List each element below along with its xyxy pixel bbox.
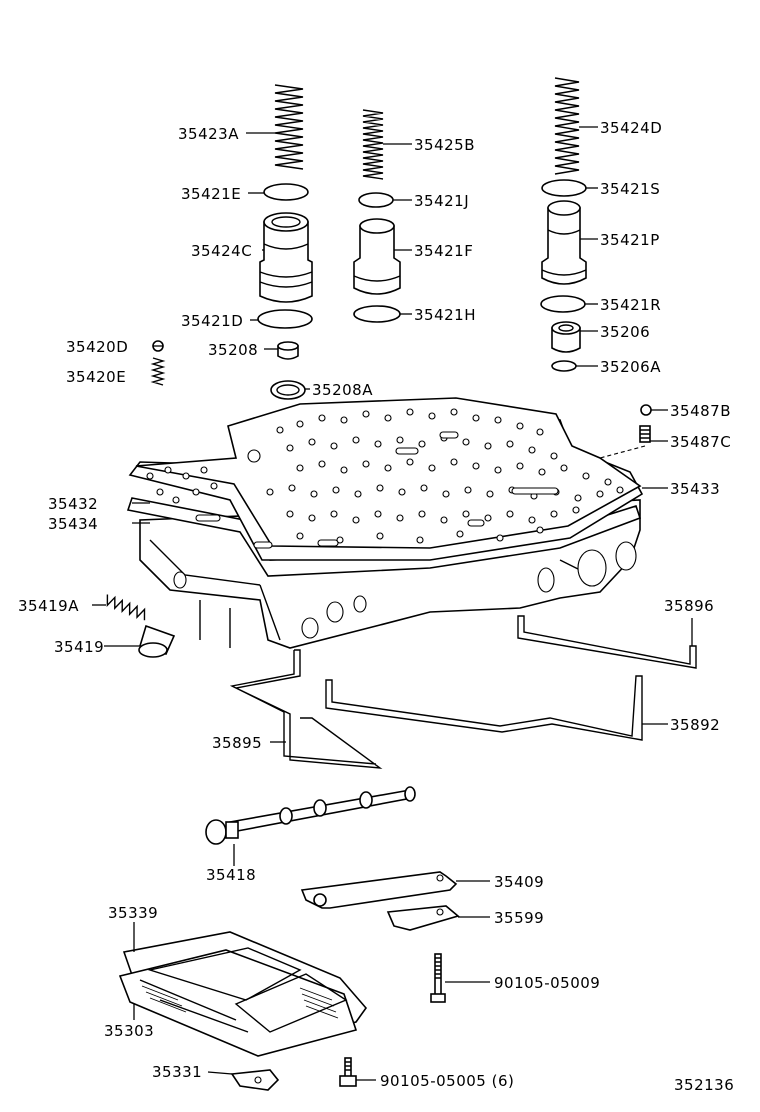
label-35421d: 35421D [181, 312, 243, 330]
dashed-line-35487 [599, 445, 646, 459]
label-35206a: 35206A [600, 358, 661, 376]
checkvalve-35487c [639, 425, 651, 443]
sleeve-35421p [541, 200, 587, 285]
oring-35421j [358, 192, 394, 208]
label-35421j: 35421J [414, 192, 469, 210]
label-35331: 35331 [152, 1063, 202, 1081]
label-90105-05005: 90105-05005 (6) [380, 1072, 514, 1090]
label-35423a: 35423A [178, 125, 239, 143]
label-35599: 35599 [494, 909, 544, 927]
label-35303: 35303 [104, 1022, 154, 1040]
valve-35421f [353, 218, 401, 295]
spring-35419a [106, 594, 146, 621]
oring-35421d [257, 309, 313, 329]
label-35433: 35433 [670, 480, 720, 498]
ball-35487b [640, 404, 652, 416]
label-35487b: 35487B [670, 402, 731, 420]
label-35434: 35434 [48, 515, 98, 533]
tube-35896 [517, 615, 697, 669]
spring-35424d [554, 77, 580, 175]
ring-35208a [270, 380, 306, 400]
label-35420e: 35420E [66, 368, 126, 386]
oil-strainer-35339 [118, 931, 368, 1057]
detent-spring-35409 [300, 871, 458, 909]
spring-35425b [362, 109, 384, 180]
label-35895: 35895 [212, 734, 262, 752]
label-35421e: 35421E [181, 185, 241, 203]
spring-35423a [274, 84, 304, 170]
plate-35599 [386, 905, 460, 931]
clip-35206a [551, 360, 577, 372]
label-90105-05009: 90105-05009 [494, 974, 600, 992]
sleeve-35424c [259, 212, 313, 303]
valve-35206 [551, 321, 581, 353]
label-35424c: 35424C [191, 242, 252, 260]
plate-holes [146, 408, 624, 549]
plug-35419 [138, 624, 176, 658]
bolt-90105-05005 [339, 1057, 357, 1087]
label-35419: 35419 [54, 638, 104, 656]
manual-valve-35418 [205, 786, 416, 845]
label-35339: 35339 [108, 904, 158, 922]
bracket-35331 [230, 1069, 280, 1091]
valve-body [126, 397, 644, 649]
label-35421r: 35421R [600, 296, 661, 314]
label-35419a: 35419A [18, 597, 79, 615]
label-35421s: 35421S [600, 180, 660, 198]
diagram-id: 352136 [674, 1076, 734, 1094]
part-labels: 35423A 35425B 35424D 35421E 35421J 35421… [18, 119, 734, 1094]
oring-35421e [263, 183, 309, 201]
label-35208: 35208 [208, 341, 258, 359]
label-35206: 35206 [600, 323, 650, 341]
label-35425b: 35425B [414, 136, 475, 154]
label-35487c: 35487C [670, 433, 731, 451]
oring-35421s [541, 179, 587, 197]
label-35421p: 35421P [600, 231, 660, 249]
bolt-90105-05009 [430, 953, 446, 1003]
oring-35421r [540, 295, 586, 313]
label-35418: 35418 [206, 866, 256, 884]
spring-35420e [150, 357, 166, 386]
label-35424d: 35424D [600, 119, 662, 137]
leader-lines [92, 126, 693, 1081]
label-35896: 35896 [664, 597, 714, 615]
tube-35895 [229, 649, 383, 769]
label-35892: 35892 [670, 716, 720, 734]
label-35208a: 35208A [312, 381, 373, 399]
oring-35421h [353, 305, 401, 323]
label-35409: 35409 [494, 873, 544, 891]
tube-35892 [325, 675, 643, 741]
label-35421f: 35421F [414, 242, 473, 260]
label-35420d: 35420D [66, 338, 128, 356]
part-35208 [277, 341, 299, 360]
label-35421h: 35421H [414, 306, 476, 324]
label-35432: 35432 [48, 495, 98, 513]
